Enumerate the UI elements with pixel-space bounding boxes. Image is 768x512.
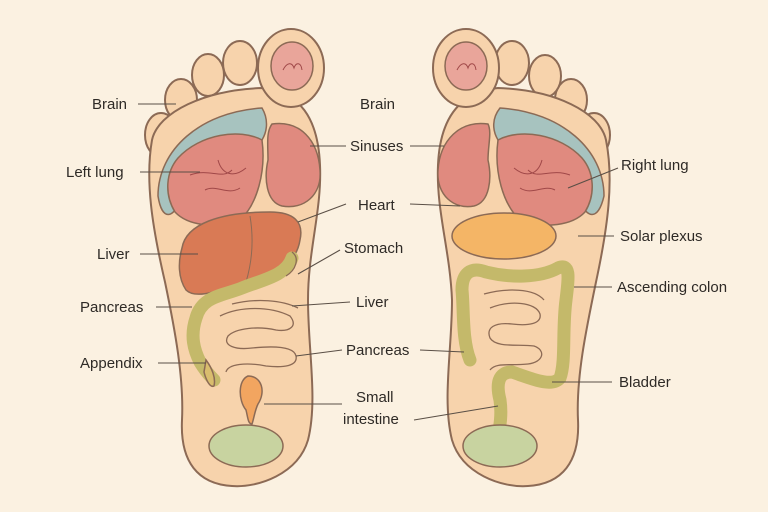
left-foot-small-intestine (219, 307, 297, 373)
right-foot-colon (455, 260, 575, 439)
labels: Brain Left lung Liver Pancreas Appendix … (66, 96, 727, 428)
label-right-ascending: Ascending colon (617, 279, 727, 296)
label-center-pancreas: Pancreas (346, 342, 409, 359)
right-toe-2 (494, 40, 530, 86)
left-toe-3 (191, 53, 225, 97)
right-big-toe-brain (444, 41, 488, 91)
left-toe-2 (222, 40, 258, 86)
right-foot-lung-b (437, 122, 491, 208)
label-center-small: Small (356, 389, 394, 406)
label-left-pancreas: Pancreas (80, 299, 143, 316)
label-right-lung: Right lung (621, 157, 689, 174)
label-left-brain: Brain (92, 96, 127, 113)
right-foot-icon (432, 28, 611, 488)
left-heel-zone (208, 424, 284, 468)
label-center-stomach: Stomach (344, 240, 403, 257)
leader-lines (138, 103, 619, 421)
label-center-heart: Heart (358, 197, 396, 214)
left-foot-icon (144, 28, 325, 488)
left-big-toe-brain (270, 41, 314, 91)
label-right-bladder: Bladder (619, 374, 671, 391)
left-foot-bladder (239, 375, 263, 425)
right-heel-zone (462, 424, 538, 468)
left-foot-appendix (203, 358, 216, 388)
label-center-sinuses: Sinuses (350, 138, 403, 155)
label-center-intestine: intestine (343, 411, 399, 428)
label-left-lung: Left lung (66, 164, 124, 181)
label-center-liver: Liver (356, 294, 389, 311)
label-center-brain: Brain (360, 96, 395, 113)
label-right-solar: Solar plexus (620, 228, 703, 245)
label-left-liver: Liver (97, 246, 130, 263)
left-foot-lung-b (265, 122, 321, 208)
right-foot-small-intestine (488, 302, 543, 371)
label-left-appendix: Appendix (80, 355, 143, 372)
right-toe-3 (528, 54, 562, 98)
right-foot-solar-plexus (451, 212, 557, 260)
